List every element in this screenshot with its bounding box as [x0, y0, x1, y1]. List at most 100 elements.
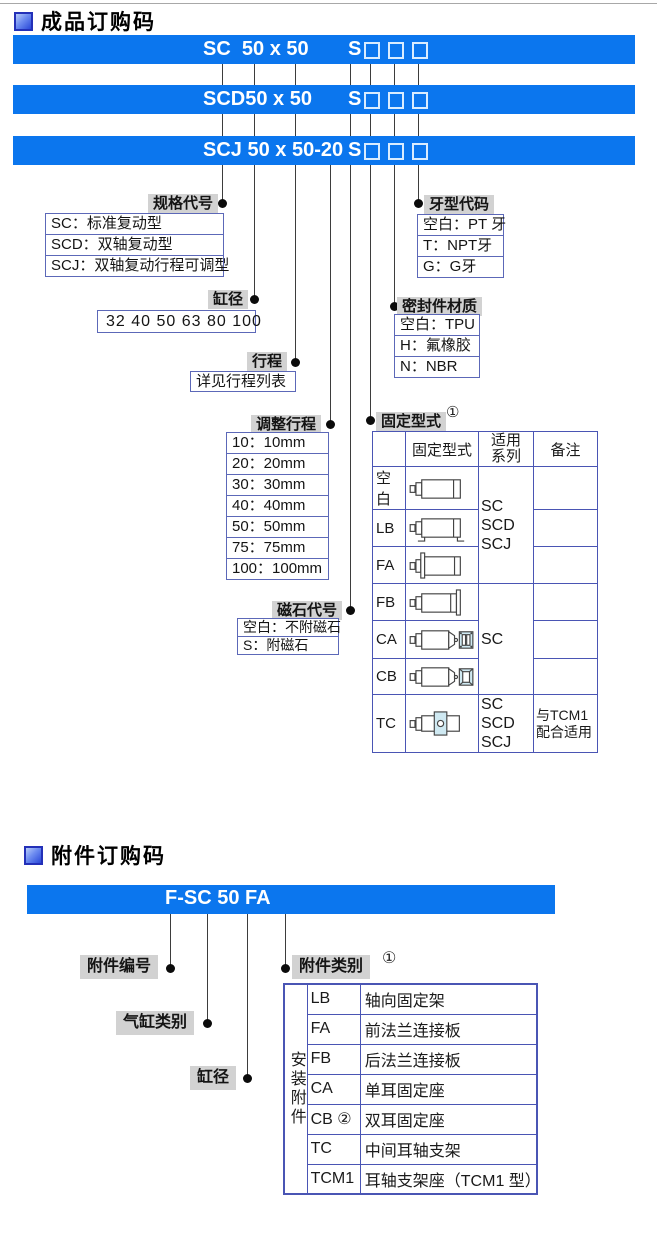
code-placeholder-box [388, 42, 404, 59]
connector-line [350, 63, 351, 610]
accessory-name: 后法兰连接板 [359, 1043, 538, 1075]
accessory-code: CB ② [306, 1103, 361, 1135]
adjust-option: 50：50mm [227, 516, 328, 537]
connector-line [222, 63, 223, 203]
accessory-row: FA 前法兰连接板 [284, 1013, 538, 1045]
accessory-table: 安装附件 LB 轴向固定架 FA 前法兰连接板 FB 后法兰连接板 CA 单耳固… [283, 983, 538, 1195]
fixing-code: CA [372, 620, 406, 659]
seal-option: H：氟橡胶 [395, 335, 479, 356]
accessory-row: FB 后法兰连接板 [284, 1043, 538, 1075]
fixing-header-series: 适用 系列 [478, 431, 534, 467]
adjust-option: 20：20mm [227, 453, 328, 474]
thread-code-label: 牙型代码 [424, 195, 495, 214]
cylinder-single-clevis-icon [409, 630, 474, 650]
adjust-option: 30：30mm [227, 474, 328, 495]
thread-code-box: 空白：PT 牙 T：NPT牙 G：G牙 [417, 214, 506, 278]
section-title-text: 成品订购码 [41, 11, 156, 34]
connector-dot [250, 295, 259, 304]
adjust-option: 10：10mm [232, 434, 306, 451]
connector-line [330, 164, 331, 424]
connector-line [247, 913, 248, 1078]
connector-dot [346, 606, 355, 615]
accessory-name: 前法兰连接板 [359, 1013, 538, 1045]
accessory-code-bar: F-SC 50 FA [27, 885, 555, 914]
code-placeholder-box [388, 143, 404, 160]
fixing-row-cb: CB [372, 658, 598, 695]
accessory-category-label: 附件类别 [292, 955, 371, 979]
fixing-note-tc: 与TCM1 配合适用 [533, 694, 598, 753]
seal-material-box: 空白：TPU H：氟橡胶 N：NBR [394, 314, 480, 378]
section-bullet-icon [14, 11, 33, 31]
connector-line [418, 63, 419, 203]
adjust-stroke-label: 调整行程 [251, 415, 322, 434]
accessory-name: 中间耳轴支架 [359, 1133, 538, 1165]
connector-dot [390, 302, 399, 311]
accessory-row: 安装附件 LB 轴向固定架 [283, 983, 538, 1195]
accessory-code-text: F-SC 50 FA [165, 887, 271, 909]
fixing-row-fa: FA [372, 546, 598, 584]
section-title-text: 附件订购码 [51, 845, 166, 868]
fixing-note [533, 546, 598, 584]
fixing-note [533, 466, 598, 510]
fixing-footnote-marker: ① [446, 403, 460, 421]
stroke-label: 行程 [247, 352, 288, 371]
connector-dot [243, 1074, 252, 1083]
bore-label-accessory: 缸径 [190, 1066, 237, 1090]
spec-option: SCD：双轴复动型 [46, 234, 223, 255]
cylinder-foot-mount-icon [409, 517, 465, 542]
magnet-code-box: 空白：不附磁石 S：附磁石 [237, 618, 341, 655]
accessory-number-label: 附件编号 [80, 955, 159, 979]
cylinder-rear-flange-icon [409, 588, 461, 616]
code-placeholder-box [412, 92, 428, 109]
spec-option: SCJ：双轴复动行程可调型 [46, 255, 229, 276]
connector-dot [281, 964, 290, 973]
adjust-option: 75：75mm [227, 537, 328, 558]
bore-values: 32 40 50 63 80 100 [106, 313, 262, 330]
connector-dot [291, 358, 300, 367]
fixing-code: FB [372, 583, 406, 621]
accessory-row: TCM1 耳轴支架座（TCM1 型） [284, 1163, 538, 1195]
seal-option: N：NBR [395, 356, 479, 377]
connector-dot [414, 199, 423, 208]
bore-box: 32 40 50 63 80 100 [97, 310, 262, 333]
accessory-row: CB ② 双耳固定座 [284, 1103, 538, 1135]
adjust-stroke-box: 10：10mm 20：20mm 30：30mm 40：40mm 50：50mm … [226, 432, 329, 580]
fixing-series-group1: SC SCD SCJ [478, 466, 534, 584]
seal-option: 空白：TPU [400, 316, 476, 333]
fixing-row-fb: FB SC [372, 583, 598, 695]
mounting-accessory-vertical-header: 安装附件 [283, 983, 308, 1195]
accessory-code: TCM1 [306, 1163, 361, 1195]
cylinder-front-flange-icon [409, 551, 461, 579]
order-code-bar-scj: SCJ 50 x 50-20 S [13, 136, 635, 165]
connector-line [394, 63, 395, 306]
fixing-row-ca: CA [372, 620, 598, 659]
code-placeholder-box [388, 92, 404, 109]
spec-code-label: 规格代号 [148, 194, 219, 213]
fixing-type-label: 固定型式 [376, 412, 447, 431]
fixing-header-type: 固定型式 [405, 431, 479, 467]
spec-option: SC：标准复动型 [51, 215, 162, 232]
connector-dot [166, 964, 175, 973]
code-placeholder-box [364, 42, 380, 59]
connector-line [254, 63, 255, 299]
fixing-header-note: 备注 [533, 431, 598, 467]
accessory-code: TC [306, 1133, 361, 1165]
connector-dot [203, 1019, 212, 1028]
fixing-note [533, 583, 598, 621]
model-code-text: SCJ 50 x 50-20 [203, 139, 344, 161]
accessory-footnote-marker: ① [382, 948, 397, 968]
code-placeholder-box [412, 143, 428, 160]
code-placeholder-box [412, 42, 428, 59]
adjust-option: 100：100mm [227, 558, 328, 579]
magnet-code-letter: S [348, 38, 362, 60]
connector-line [207, 913, 208, 1023]
product-order-code-title: 成品订购码 [14, 6, 156, 36]
section-bullet-icon [24, 845, 43, 865]
cylinder-trunnion-icon [409, 711, 460, 736]
cylinder-basic-icon [409, 478, 461, 499]
fixing-note [533, 620, 598, 659]
fixing-row-tc: TC SC SCD SCJ 与TCM1 配合适用 [372, 694, 598, 753]
order-code-bar-scd: SCD50 x 50 S [13, 85, 635, 114]
code-placeholder-box [364, 143, 380, 160]
